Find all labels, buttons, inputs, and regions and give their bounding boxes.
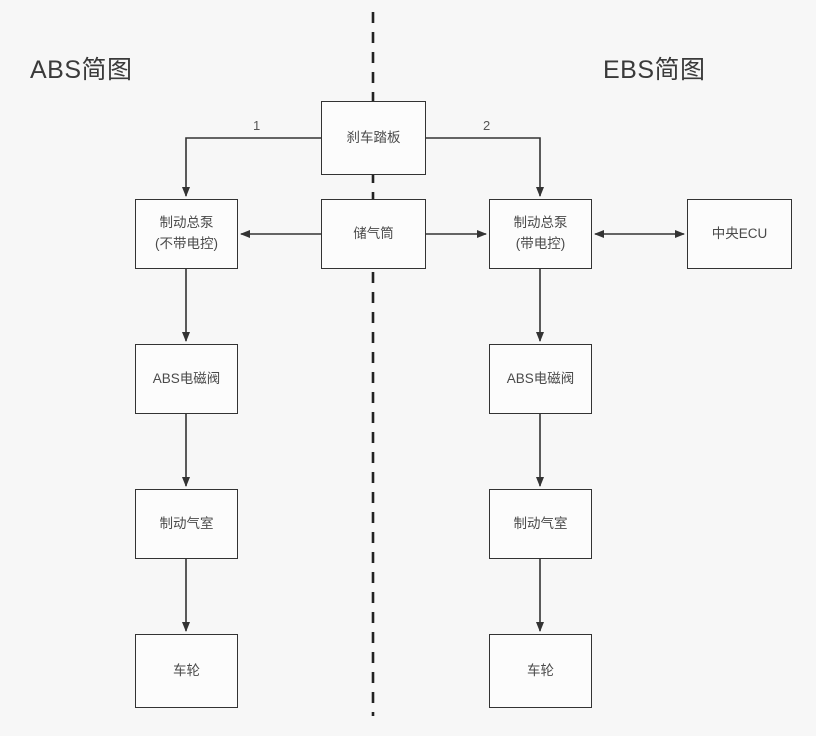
node-master-cylinder-with-ecu[interactable]: 制动总泵 (带电控) xyxy=(489,199,592,269)
node-central-ecu[interactable]: 中央ECU xyxy=(687,199,792,269)
node-master-cylinder-no-ecu-line1: 制动总泵 xyxy=(159,215,214,231)
node-wheel-left-label: 车轮 xyxy=(173,662,200,678)
node-wheel-right-label: 车轮 xyxy=(527,662,554,678)
node-master-cylinder-no-ecu[interactable]: 制动总泵 (不带电控) xyxy=(135,199,238,269)
node-brake-chamber-right[interactable]: 制动气室 xyxy=(489,489,592,559)
node-abs-solenoid-valve-left[interactable]: ABS电磁阀 xyxy=(135,344,238,414)
node-abs-solenoid-valve-right[interactable]: ABS电磁阀 xyxy=(489,344,592,414)
node-abs-solenoid-valve-left-label: ABS电磁阀 xyxy=(152,370,221,386)
node-master-cylinder-no-ecu-line2: (不带电控) xyxy=(155,236,218,251)
node-air-reservoir[interactable]: 储气筒 xyxy=(321,199,426,269)
edge-label-2: 2 xyxy=(483,118,491,133)
page-title-abs: ABS简图 xyxy=(30,56,133,84)
node-wheel-right[interactable]: 车轮 xyxy=(489,634,592,708)
node-central-ecu-label: 中央ECU xyxy=(711,225,768,241)
node-abs-solenoid-valve-right-label: ABS电磁阀 xyxy=(506,370,575,386)
node-brake-chamber-left-label: 制动气室 xyxy=(159,515,214,531)
node-master-cylinder-with-ecu-line2: (带电控) xyxy=(515,236,566,251)
page-title-ebs: EBS简图 xyxy=(603,56,706,84)
edge-label-1: 1 xyxy=(253,118,261,133)
node-brake-chamber-right-label: 制动气室 xyxy=(513,515,568,531)
node-master-cylinder-with-ecu-line1: 制动总泵 xyxy=(513,215,568,231)
node-wheel-left[interactable]: 车轮 xyxy=(135,634,238,708)
node-brake-pedal-label: 刹车踏板 xyxy=(346,129,401,145)
wire-pedal-to-right-master xyxy=(426,137,544,197)
node-brake-chamber-left[interactable]: 制动气室 xyxy=(135,489,238,559)
wire-pedal-to-left-master xyxy=(182,137,321,197)
node-air-reservoir-label: 储气筒 xyxy=(353,225,394,241)
node-brake-pedal[interactable]: 刹车踏板 xyxy=(321,101,426,175)
